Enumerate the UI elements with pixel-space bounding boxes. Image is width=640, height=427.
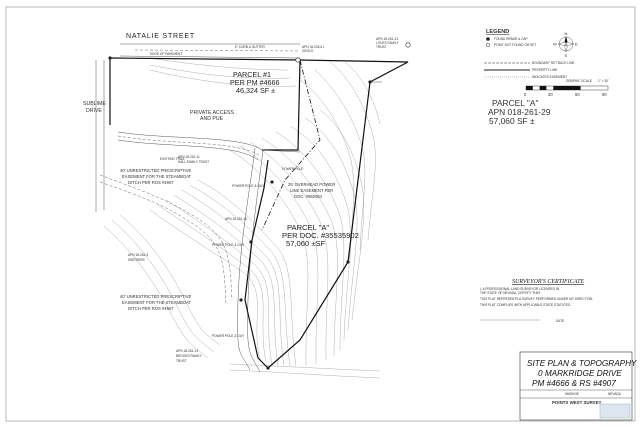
apn-top-mid-1: APN 18-203-01 <box>302 45 324 49</box>
parcel-a-summary-line-2: APN 018-261-29 <box>488 107 551 117</box>
title-firm: POINTS WEST SURVEY <box>552 400 602 405</box>
power-pole-label-3: POWER POLE & GUY <box>212 334 245 338</box>
easement-lower-line-3: DITCH PER ROS #4907 <box>128 306 174 311</box>
legend-item-3: BOUNDARY SET BACK LINE <box>532 61 575 65</box>
parcel-1-line-1: PARCEL #1 <box>233 70 271 79</box>
existing-trail-label: EXISTING TRAIL <box>160 157 185 161</box>
power-pole-label-4: POWER POLE <box>282 167 303 171</box>
parcel-a-plan-line-3: 57,060 ±SF <box>286 239 326 248</box>
apn-top-mid-2: GEOLS <box>302 49 313 53</box>
overhead-power-line-2: LINE EASEMENT PER <box>290 188 333 193</box>
graphic-scale: GRAPHIC SCALE 1" = 30' 0 30 60 90 <box>524 79 609 97</box>
svg-text:W: W <box>553 42 557 47</box>
legend-title: LEGEND <box>486 29 509 35</box>
surveyor-line-1: I, A PROFESSIONAL LAND SURVEYOR LICENSED… <box>480 287 560 291</box>
legend: LEGEND FOUND REBAR & CAP POINT NOT FOUND… <box>484 29 575 79</box>
legend-item-5: INDICATES EASEMENT <box>532 75 567 79</box>
title-line-2: 0 MARKRIDGE DRIVE <box>538 369 622 378</box>
parcel-1-boundary <box>109 57 301 151</box>
parcel-1-label: PARCEL #1 PER PM #4666 46,324 SF ± <box>230 70 280 95</box>
apn-top-right-3: TRUST <box>376 45 387 49</box>
overhead-power-line <box>261 59 321 231</box>
apn-hall-1: APN 18-261-11 <box>178 155 200 159</box>
legend-item-4: PROPERTY LINE <box>532 68 557 72</box>
neighbor-labels: APN 18-261-13 LOVES FAMILY TRUST APN 18-… <box>128 37 399 363</box>
apn-bottom-2: BROOKS FAMILY <box>176 354 202 358</box>
surveyor-date-label: DATE <box>556 319 564 323</box>
parcel-a-boundary <box>267 59 409 369</box>
roads <box>95 43 301 373</box>
easement-lower-line-2: EASEMENT FOR THE STEAMBOAT <box>122 300 192 305</box>
surveyor-certificate-title: SURVEYOR'S CERTIFICATE <box>512 279 584 285</box>
easement-lower-label: 40' UNRESTRICTED PRESCRIPTIVE EASEMENT F… <box>120 294 192 311</box>
natalie-street-label: NATALIE STREET <box>126 33 195 40</box>
parcel-a-west-line <box>244 159 269 369</box>
parcel-a-summary-line-3: 57,060 SF ± <box>489 116 535 126</box>
surveyor-line-2: THE STATE OF NEVADA, CERTIFY THAT: <box>480 291 541 295</box>
overhead-power-label: 25' OVERHEAD POWER LINE EASEMENT PER DOC… <box>288 182 335 199</box>
north-arrow-icon: N S E W <box>553 31 578 58</box>
apn-top-right-2: LOVES FAMILY <box>376 41 399 45</box>
monuments <box>108 42 411 370</box>
steamboat-ditch <box>99 174 233 305</box>
private-access-label: PRIVATE ACCESS AND PUE <box>190 110 234 122</box>
apn-bottom-1: APN 18-261-13 <box>176 349 198 353</box>
scale-label: GRAPHIC SCALE <box>566 79 592 83</box>
easement-upper-line-1: 40' UNRESTRICTED PRESCRIPTIVE <box>120 168 192 173</box>
parcel-1-line-3: 46,324 SF ± <box>236 86 275 95</box>
overhead-power-line-1: 25' OVERHEAD POWER <box>288 182 335 187</box>
private-access-line-2: AND PUE <box>200 116 224 122</box>
title-state: NEVADA <box>608 392 622 396</box>
scale-tick-60: 60 <box>575 92 580 97</box>
sublime-label-line-2: DRIVE <box>86 108 102 114</box>
apn-top-right-1: APN 18-261-13 <box>376 37 398 41</box>
svg-text:N: N <box>565 31 568 36</box>
scale-tick-90: 90 <box>602 92 607 97</box>
easement-upper-line-2: EASEMENT FOR THE STEAMBOAT <box>122 174 192 179</box>
apn-left-low-1: APN 18-261-3 <box>128 253 148 257</box>
sublime-drive-label: SUBLIME DRIVE <box>83 101 106 114</box>
apn-left-mid-1: APN 18-261-12 <box>225 217 247 221</box>
parcel-a-plan-line-1: PARCEL "A" <box>287 223 329 232</box>
scale-tick-30: 30 <box>548 92 553 97</box>
svg-text:E: E <box>575 42 578 47</box>
sublime-label-line-1: SUBLIME <box>83 101 106 107</box>
power-pole-label-2: POWER POLE & GUY <box>212 243 245 247</box>
title-line-1: SITE PLAN & TOPOGRAPHY <box>527 359 637 368</box>
mls-watermark-logo <box>599 403 631 419</box>
scale-tick-0: 0 <box>524 92 527 97</box>
legend-item-1: FOUND REBAR & CAP <box>494 37 528 41</box>
title-county: WASHOE <box>565 392 579 396</box>
found-rebar-symbol <box>486 37 490 41</box>
svg-text:S: S <box>565 53 568 58</box>
not-found-symbol <box>485 42 491 48</box>
surveyor-line-4: THIS PLAT COMPLIES WITH APPLICABLE STATE… <box>480 303 571 307</box>
scale-ratio: 1" = 30' <box>598 79 609 83</box>
apn-bottom-3: TRUST <box>176 359 187 363</box>
parcel-1-line-2: PER PM #4666 <box>230 78 280 87</box>
title-line-3: PM #4666 & RS #4907 <box>532 379 616 388</box>
power-pole-label-1: POWER POLE & GUY <box>232 184 265 188</box>
parcel-a-summary: PARCEL "A" APN 018-261-29 57,060 SF ± <box>488 98 551 126</box>
parcel-a-summary-line-1: PARCEL "A" <box>492 98 538 108</box>
parcel-a-plan-label: PARCEL "A" PER DOC. #35535902 57,060 ±SF <box>282 223 359 248</box>
parcel-a-plan-line-2: PER DOC. #35535902 <box>282 231 359 240</box>
title-block: SITE PLAN & TOPOGRAPHY 0 MARKRIDGE DRIVE… <box>519 351 637 421</box>
edge-of-pavement-label: EDGE OF PAVEMENT <box>150 52 182 56</box>
curb-gutter-label: 6" CURB & GUTTER <box>235 45 266 49</box>
property-boundaries <box>109 57 409 369</box>
apn-left-low-2: SWITSERS <box>128 258 145 262</box>
easement-upper-label: 40' UNRESTRICTED PRESCRIPTIVE EASEMENT F… <box>120 168 192 185</box>
apn-hall-2: HALL FAMILY TRUST <box>178 160 209 164</box>
easement-lower-line-1: 40' UNRESTRICTED PRESCRIPTIVE <box>120 294 192 299</box>
surveyor-certificate: SURVEYOR'S CERTIFICATE I, A PROFESSIONAL… <box>480 279 593 323</box>
legend-item-2: POINT NOT FOUND OR SET <box>494 43 536 47</box>
private-access-line-1: PRIVATE ACCESS <box>190 110 234 116</box>
easement-upper-line-3: DITCH PER ROS #4907 <box>128 180 174 185</box>
overhead-power-line-3: DOC. #560084 <box>294 194 323 199</box>
surveyor-line-3: THIS PLAT REPRESENTS A SURVEY PERFORMED … <box>480 297 593 301</box>
